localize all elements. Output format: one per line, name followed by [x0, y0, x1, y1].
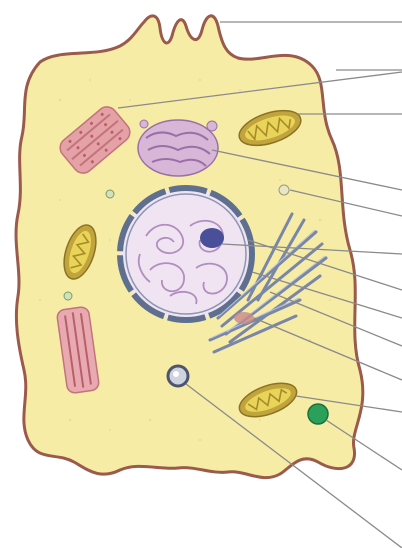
lysosome [168, 366, 188, 386]
vesicle-1 [106, 190, 114, 198]
golgi-stack [234, 312, 254, 324]
nucleolus [200, 228, 224, 248]
vesicle-2 [279, 185, 289, 195]
vesicle-3 [64, 292, 72, 300]
nucleus [120, 188, 252, 320]
vacuole [308, 404, 328, 424]
golgi-apparatus [138, 120, 218, 176]
